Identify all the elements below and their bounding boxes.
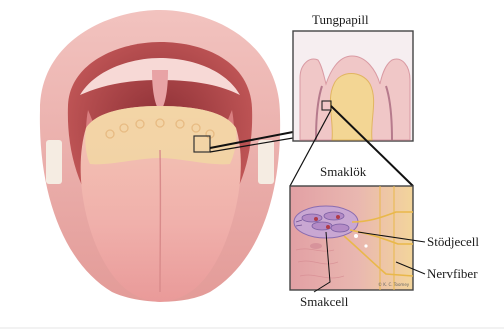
label-smakcell: Smakcell: [300, 294, 348, 310]
label-tungpapill: Tungpapill: [312, 12, 369, 28]
label-stodjecell: Stödjecell: [427, 234, 479, 250]
label-nervfiber: Nervfiber: [427, 266, 478, 282]
artist-credit: © K. C. Toomey: [378, 282, 409, 287]
taste-bud-inset: [290, 186, 413, 290]
label-smaklok: Smaklök: [320, 164, 366, 180]
papilla-inset: [293, 31, 413, 141]
